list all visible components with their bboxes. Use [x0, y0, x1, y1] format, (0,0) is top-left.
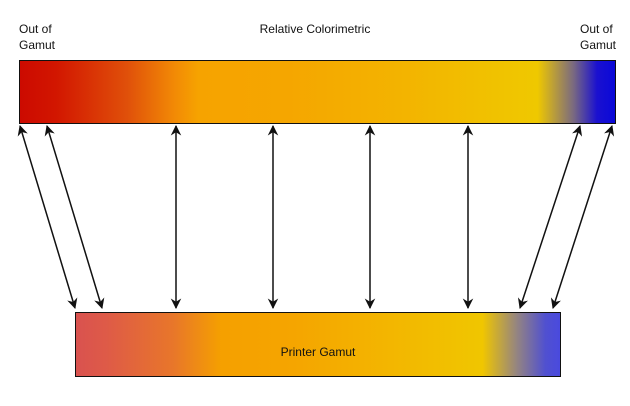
mapping-arrow	[517, 125, 583, 309]
mapping-arrow	[550, 125, 615, 309]
diagram-title: Relative Colorimetric	[259, 22, 371, 36]
mapping-arrow	[17, 124, 78, 310]
printer-gamut-label: Printer Gamut	[280, 345, 356, 359]
out-of-gamut-right-label: Out of Gamut	[580, 21, 616, 53]
out-of-gamut-left-label: Out of Gamut	[19, 21, 55, 53]
label-line: Out of	[579, 22, 613, 36]
label-line: Gamut	[579, 38, 616, 52]
mapping-arrow	[44, 124, 105, 310]
printer-gamut-gradient-bar: Printer Gamut	[75, 312, 561, 377]
label-line: Gamut	[19, 38, 56, 52]
source-color-gradient-bar	[19, 60, 616, 124]
label-line: Out of	[19, 22, 52, 36]
